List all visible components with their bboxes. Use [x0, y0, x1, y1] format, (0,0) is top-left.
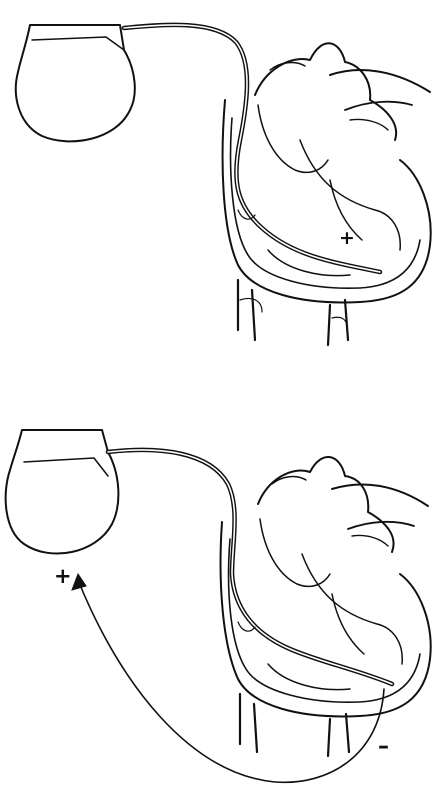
heart-illustration: [223, 43, 431, 345]
heart-lead-drawing-bottom: [0, 394, 434, 788]
figure-panel-top: +: [0, 0, 434, 394]
tip-electrode-negative-label: –: [378, 736, 389, 758]
pulse-generator-icon: [16, 25, 135, 141]
can-electrode-positive-label: +: [54, 566, 72, 587]
tip-electrode-positive-label: +: [339, 229, 355, 248]
heart-lead-drawing-top: [0, 0, 434, 394]
heart-illustration: [221, 457, 431, 756]
figure-panel-bottom: + –: [0, 394, 434, 788]
pulse-generator-icon: [6, 430, 119, 554]
